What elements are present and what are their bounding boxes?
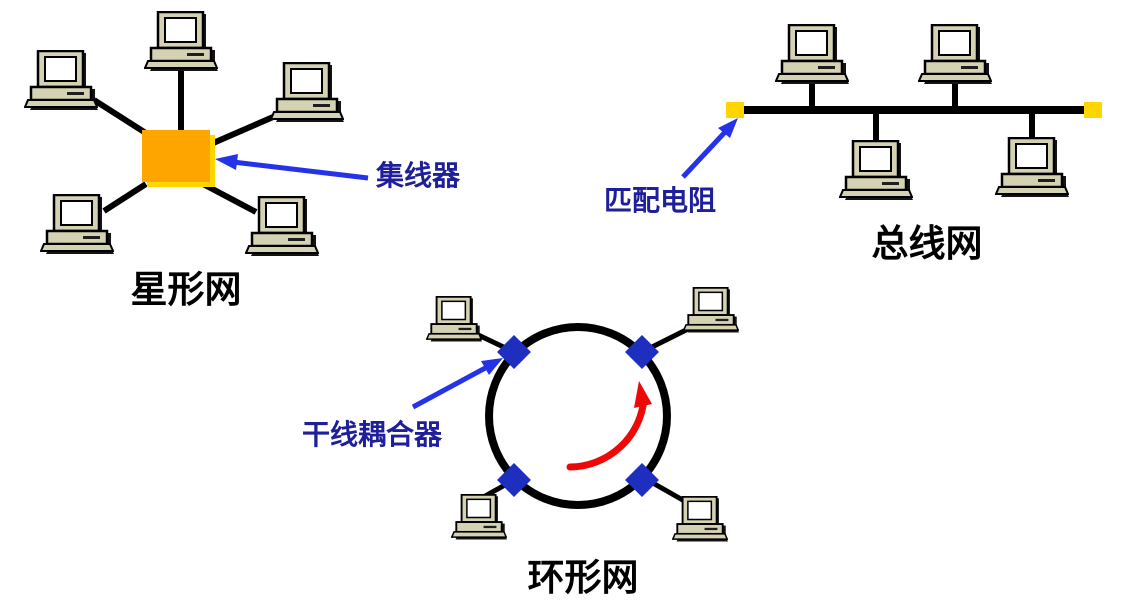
- hub-callout-label: 集线器: [376, 159, 461, 192]
- cable-line: [201, 181, 258, 215]
- bus-network: [681, 24, 1102, 202]
- coupler-callout-arrow-shaft: [411, 363, 491, 410]
- computer-icon: [40, 194, 114, 256]
- bus-network-title: 总线网: [871, 222, 983, 265]
- cable-line: [209, 111, 282, 147]
- hub-callout-arrow-shaft: [232, 159, 369, 181]
- computer-icon: [270, 62, 344, 124]
- ring-network: [411, 287, 739, 543]
- cable-line: [644, 325, 692, 353]
- terminator-callout-arrow-shaft: [681, 128, 729, 179]
- ring-cable: [485, 323, 671, 509]
- coupler-callout-arrow-head: [481, 358, 503, 375]
- hub-callout-arrow-head: [215, 154, 238, 170]
- terminator-callout-label: 匹配电阻: [604, 184, 717, 217]
- computer-icon: [426, 296, 482, 343]
- direction-curved-arrow-shaft: [566, 395, 648, 471]
- computer-icon: [918, 24, 992, 86]
- computer-icon: [995, 137, 1069, 199]
- computer-icon: [839, 140, 913, 202]
- computer-icon: [683, 287, 739, 334]
- computer-icon: [672, 496, 728, 543]
- cable-line: [102, 181, 148, 214]
- direction-curved-arrow-head: [634, 381, 652, 408]
- terminator-callout-arrow-head: [718, 118, 738, 138]
- star-network: [24, 11, 369, 258]
- computer-icon: [24, 50, 98, 112]
- coupler-callout-label: 干线耦合器: [302, 418, 443, 451]
- computer-icon: [775, 24, 849, 86]
- computer-icon: [245, 196, 319, 258]
- ring-network-title: 环形网: [527, 556, 639, 599]
- computer-icon: [144, 11, 218, 73]
- terminator-square-icon: [726, 102, 744, 118]
- terminator-square-icon: [1084, 102, 1102, 118]
- trunk-couplers: [497, 335, 659, 497]
- bus-drop-cables: [809, 83, 1035, 142]
- computer-icon: [451, 494, 507, 541]
- hub-square-icon: [142, 130, 210, 182]
- star-network-title: 星形网: [130, 268, 242, 311]
